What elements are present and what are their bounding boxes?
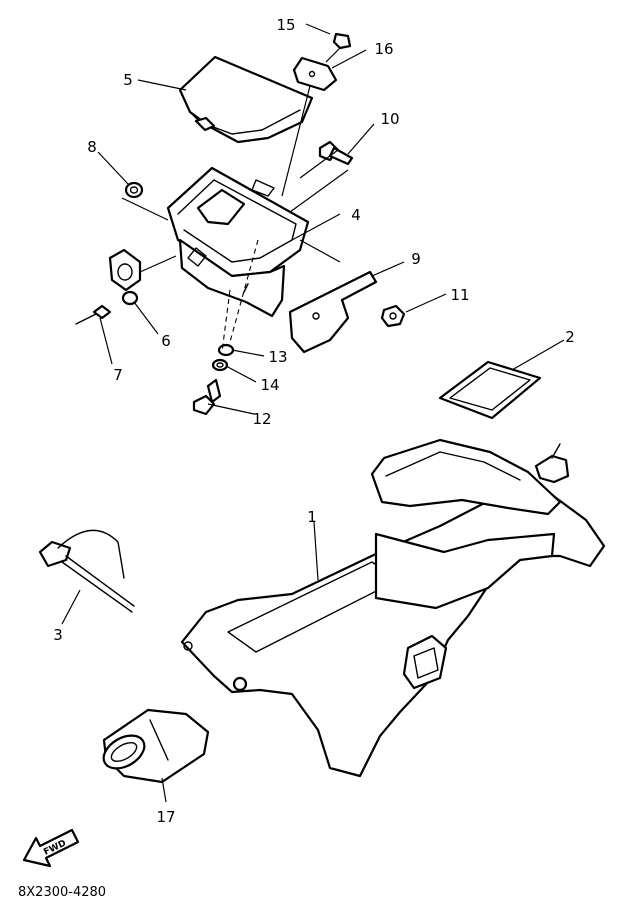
callout-17: 17 [156,808,175,826]
callout-9: 9 [411,250,421,268]
part-8-grommet [124,181,144,199]
callout-2: 2 [565,328,575,346]
part-6-plate [108,248,142,306]
part-3-strap [38,529,135,613]
callout-14: 14 [260,376,279,394]
part-17-sleeve [102,708,210,784]
callout-5: 5 [123,71,133,89]
part-9-stay [288,270,378,354]
fwd-arrow-icon: FWD [22,828,80,868]
callout-8: 8 [87,138,97,156]
part-2-pad [438,360,542,420]
callout-15: 15 [276,16,295,34]
part-11-nut [380,304,406,328]
callout-4: 4 [351,206,361,224]
part-10-bolt [318,140,354,166]
part-4-battery-box [166,166,310,318]
part-7-screw [75,304,112,325]
leader-lines [61,23,565,803]
part-16-bracket [292,56,338,92]
callout-1: 1 [307,508,317,526]
callout-6: 6 [161,332,171,350]
part-13-washer [217,343,235,357]
callout-7: 7 [113,366,123,384]
part-1-fender [180,438,606,778]
callout-13: 13 [268,348,287,366]
callout-11: 11 [450,286,469,304]
part-14-washer [211,358,229,372]
callout-16: 16 [374,40,393,58]
part-12-bolt [192,378,222,416]
part-5-cover [178,55,314,144]
callout-12: 12 [252,410,271,428]
assembly-lines [121,47,349,353]
diagram-code: 8X2300-4280 [18,885,106,900]
part-15-nut [332,32,352,50]
callout-10: 10 [380,110,399,128]
callout-3: 3 [53,626,63,644]
